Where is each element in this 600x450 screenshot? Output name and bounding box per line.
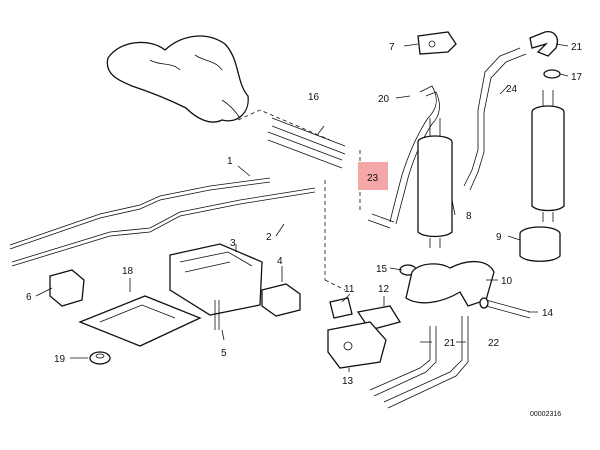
callout-16: 16 xyxy=(308,92,320,103)
clamp-7 xyxy=(417,31,457,55)
callout-24: 24 xyxy=(506,84,518,95)
hose-24 xyxy=(463,47,527,191)
callout-6: 6 xyxy=(26,292,32,303)
fuel-line-1 xyxy=(9,177,271,250)
bolt-14 xyxy=(479,297,531,319)
callout-12: 12 xyxy=(378,284,390,295)
reference-code: 00002316 xyxy=(530,411,561,418)
callout-15: 15 xyxy=(376,264,388,275)
nut-11 xyxy=(329,297,353,319)
callout-19: 19 xyxy=(54,354,66,365)
grommet-19 xyxy=(89,351,111,365)
fuel-filter-right xyxy=(531,90,565,222)
fuel-line-2 xyxy=(11,187,316,267)
callout-10: 10 xyxy=(501,276,513,287)
fuel-tank xyxy=(106,35,249,123)
callout-4: 4 xyxy=(277,256,283,267)
ring-17 xyxy=(543,69,561,79)
callout-2: 2 xyxy=(266,232,272,243)
plate-18 xyxy=(78,295,202,347)
callout-9: 9 xyxy=(496,232,502,243)
callout-8: 8 xyxy=(466,211,472,222)
callout-23: 23 xyxy=(367,173,379,184)
clamp-10 xyxy=(405,261,495,307)
callout-21-bottom: 21 xyxy=(444,338,456,349)
callout-22: 22 xyxy=(488,338,500,349)
fuel-filter-8 xyxy=(417,118,453,248)
callout-14: 14 xyxy=(542,308,554,319)
hoses-21-22-bottom xyxy=(369,316,469,409)
bolt-5 xyxy=(214,300,220,330)
clip-6 xyxy=(49,269,85,307)
callout-1: 1 xyxy=(227,156,233,167)
sleeve-9 xyxy=(519,226,561,262)
bracket-3 xyxy=(169,243,263,316)
line-16 xyxy=(267,117,346,169)
callout-5: 5 xyxy=(221,348,227,359)
callout-21-top: 21 xyxy=(571,42,583,53)
clip-4 xyxy=(261,283,301,317)
callout-13: 13 xyxy=(342,376,354,387)
bracket-13 xyxy=(327,321,387,369)
callout-11: 11 xyxy=(344,284,355,295)
callout-17: 17 xyxy=(571,72,583,83)
callout-23-highlight xyxy=(358,162,388,190)
callout-7: 7 xyxy=(389,42,395,53)
callout-18: 18 xyxy=(122,266,134,277)
hose-21-top xyxy=(529,31,559,57)
callout-20: 20 xyxy=(378,94,390,105)
leader-lines xyxy=(35,43,569,372)
callouts: 1 2 3 4 5 6 7 8 9 10 11 12 13 14 15 16 1… xyxy=(26,42,583,418)
callout-3: 3 xyxy=(230,238,236,249)
